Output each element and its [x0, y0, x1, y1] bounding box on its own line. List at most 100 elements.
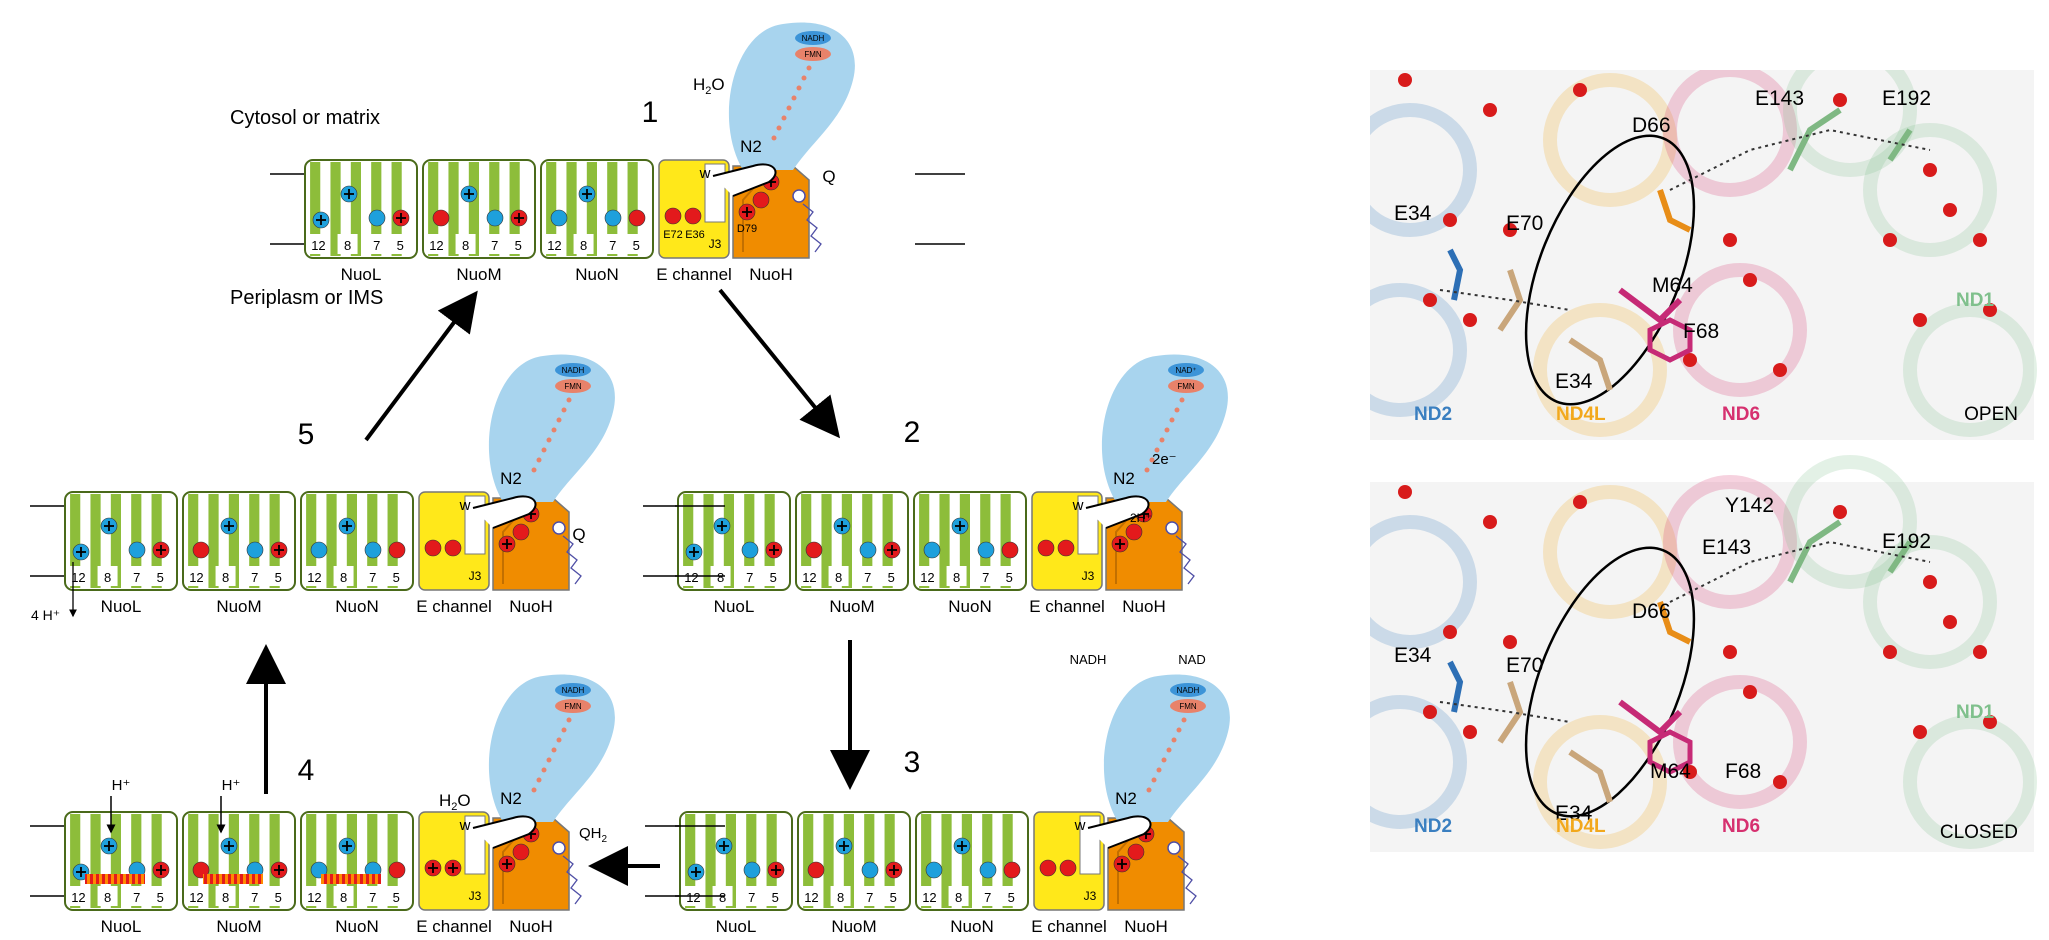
helix-number-label: 7 — [746, 570, 753, 585]
helix-bar — [746, 814, 757, 908]
helix-bar — [110, 814, 121, 908]
water — [1923, 163, 1937, 177]
e192-sidechain — [1887, 540, 1913, 574]
q-label: Q — [572, 525, 585, 544]
helix-number-label: 5 — [393, 890, 400, 905]
helix-number-label: 7 — [984, 890, 991, 905]
helix-bar — [70, 494, 81, 588]
helix-number-label: 7 — [133, 570, 140, 585]
h2o-o: O — [457, 791, 470, 810]
helix-number-label: 5 — [1006, 570, 1013, 585]
j3-label: J3 — [469, 889, 482, 903]
n2-label: N2 — [1115, 789, 1137, 808]
helix-bar — [882, 494, 893, 588]
fes-cluster — [561, 727, 567, 733]
e-channel-label: E channel — [1031, 917, 1107, 936]
label-e70: E70 — [1506, 212, 1543, 235]
helix-number-label: 12 — [429, 238, 443, 253]
helix-number-label: 8 — [717, 570, 724, 585]
water — [1443, 625, 1457, 639]
quinone-tail — [562, 535, 582, 585]
label-e34: E34 — [1555, 802, 1593, 825]
helix-bar — [803, 814, 814, 908]
electron-label: 2e⁻ — [1152, 451, 1177, 468]
nuon-label: NuoN — [950, 917, 993, 936]
label-f68: F68 — [1683, 320, 1719, 343]
helix-label-box — [244, 886, 265, 906]
helix-bar — [346, 494, 357, 588]
fes-cluster — [1161, 757, 1167, 763]
fmn-label: FMN — [564, 382, 582, 391]
fes-cluster — [781, 115, 787, 121]
helix-bar — [841, 494, 852, 588]
helix-number-label: 12 — [684, 570, 698, 585]
fes-cluster — [1159, 437, 1165, 443]
water — [1833, 505, 1847, 519]
helix-bar — [703, 494, 714, 588]
helix-label-box — [308, 234, 329, 254]
q-label: Q — [822, 167, 835, 186]
label-m64: M64 — [1650, 760, 1691, 783]
arrow-1-to-2 — [718, 288, 841, 439]
fes-cluster — [531, 787, 537, 793]
helix-number-label: 12 — [920, 570, 934, 585]
chain-label-nd4l: ND4L — [1556, 816, 1606, 837]
label-e143: E143 — [1702, 536, 1751, 559]
e-channel-label: E channel — [416, 917, 492, 936]
helix-bar — [919, 494, 930, 588]
helix-bar — [801, 494, 812, 588]
proton-site — [1003, 861, 1021, 879]
water — [1983, 715, 1997, 729]
helix-ribbon — [1370, 515, 1477, 649]
proton-site — [364, 541, 382, 559]
helix-number-label: 8 — [955, 890, 962, 905]
label-e34: E34 — [1555, 370, 1593, 393]
helix-bar — [371, 162, 382, 256]
fes-cluster — [531, 467, 537, 473]
helix-number-label: 8 — [462, 238, 469, 253]
fmn-label: FMN — [804, 50, 822, 59]
proton-site — [432, 209, 450, 227]
helix-label-box — [881, 566, 902, 586]
label-e192: E192 — [1882, 530, 1931, 553]
helix-bar — [346, 814, 357, 908]
helix-bar — [269, 494, 280, 588]
water — [1483, 103, 1497, 117]
label-d66: D66 — [1632, 114, 1671, 137]
helix-label-box — [799, 566, 820, 586]
helix-bar — [90, 494, 101, 588]
e-channel-label: E channel — [1029, 597, 1105, 616]
helix-bar — [428, 162, 439, 256]
helix-number-label: 8 — [222, 570, 229, 585]
proton-site — [743, 861, 761, 879]
helix-bar — [607, 162, 618, 256]
helix-bar — [939, 494, 950, 588]
label-e34-nd2: E34 — [1394, 644, 1432, 667]
e34-nd2-sidechain — [1447, 248, 1464, 301]
fes-cluster — [791, 95, 797, 101]
helix-label-box — [68, 886, 89, 906]
quinone-head — [552, 841, 566, 855]
helix-number-label: 7 — [864, 570, 871, 585]
helix-number-label: 5 — [888, 570, 895, 585]
proton-site — [807, 861, 825, 879]
helix-number-label: 8 — [104, 570, 111, 585]
h-plus-label: H⁺ — [222, 777, 241, 794]
helix-number-label: 7 — [251, 570, 258, 585]
nad-top-label: NAD — [1178, 652, 1205, 667]
helix-label-box — [946, 566, 967, 586]
water — [1398, 73, 1412, 87]
fes-cluster — [546, 757, 552, 763]
e70-sidechain — [1497, 681, 1524, 744]
fes-cluster — [796, 85, 802, 91]
water — [1923, 575, 1937, 589]
label-e34-nd2: E34 — [1394, 202, 1432, 225]
helix-bar — [509, 162, 520, 256]
helix-ribbon — [1863, 123, 1997, 257]
fmn-label: FMN — [1177, 382, 1195, 391]
water — [1983, 303, 1997, 317]
helix-number-label: 12 — [189, 890, 203, 905]
panel-background — [1370, 482, 2034, 852]
